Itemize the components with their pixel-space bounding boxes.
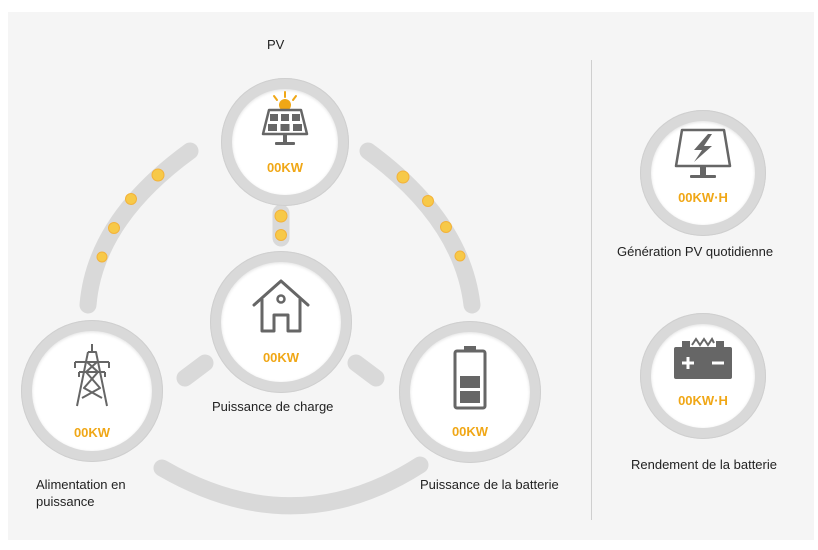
grid-to-battery-arc [153,456,429,515]
battery-label: Puissance de la batterie [420,477,559,492]
flow-dot [422,195,434,207]
battery-icon [453,346,487,410]
grid-value: 00KW [73,425,111,440]
pv-node[interactable]: 00KW [221,78,349,206]
flow-dot [396,170,410,184]
load-value: 00KW [262,350,300,365]
battery-yield-label: Rendement de la batterie [631,457,777,472]
battery-node[interactable]: 00KW [399,321,541,463]
pv-daily-label: Génération PV quotidienne [617,244,774,259]
section-divider [591,60,592,520]
solar-panel-icon [261,91,309,145]
battery-terminals-icon [674,337,732,379]
flow-dot [151,168,165,182]
load-to-grid-link [176,354,214,387]
pv-daily-stat[interactable]: 00KW·H [640,110,766,236]
grid-label: Alimentation en puissance [36,477,126,509]
load-label: Puissance de charge [212,399,334,414]
battery-yield-value: 00KW·H [678,393,728,408]
pv-title: PV [267,37,285,52]
battery-yield-stat[interactable]: 00KW·H [640,313,766,439]
flow-dot [440,221,452,233]
flow-dot [274,209,288,223]
pv-to-grid-arc [79,142,199,314]
flow-dot [125,193,137,205]
flow-dot [454,250,466,262]
flow-dot [96,251,108,263]
battery-value: 00KW [451,424,489,439]
load-node[interactable]: 00KW [210,251,352,393]
solar-bolt-icon [674,128,732,178]
house-icon [252,279,310,333]
flow-dot [275,229,287,241]
power-tower-icon [74,344,110,407]
grid-node[interactable]: 00KW [21,320,163,462]
main-panel [8,12,814,540]
flow-dot [108,222,120,234]
pv-value: 00KW [266,160,304,175]
pv-daily-value: 00KW·H [678,190,728,205]
load-to-battery-link [347,354,385,387]
pv-to-battery-arc [359,142,481,314]
